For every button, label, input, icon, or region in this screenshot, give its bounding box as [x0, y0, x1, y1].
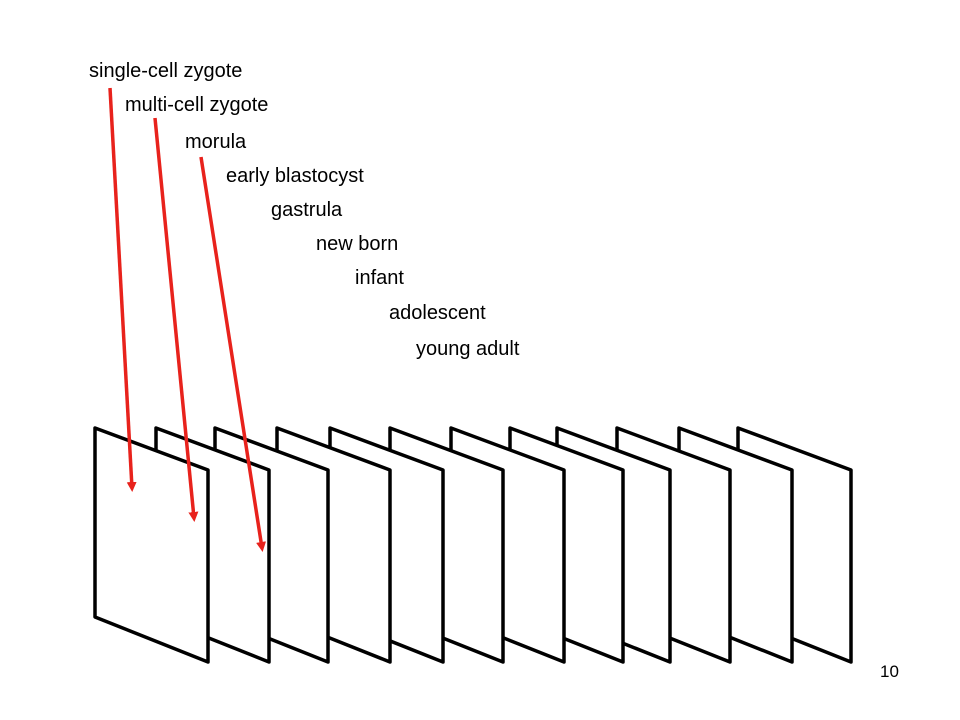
panel-group	[93, 426, 853, 664]
red-arrow	[108, 87, 137, 492]
page-number: 10	[880, 662, 899, 681]
red-arrow	[153, 117, 199, 522]
stage-label-infant: infant	[355, 267, 404, 289]
stage-label-early-blastocyst: early blastocyst	[226, 165, 364, 187]
red-arrow	[199, 156, 267, 552]
stage-label-morula: morula	[185, 131, 247, 153]
stage-label-new-born: new born	[316, 233, 399, 255]
stage-panel	[93, 426, 210, 664]
arrow-group	[108, 87, 267, 552]
stage-label-gastrula: gastrula	[271, 199, 343, 221]
stage-label-young-adult: young adult	[416, 338, 520, 360]
stage-label-adolescent: adolescent	[389, 302, 486, 324]
stage-label-multi-cell-zygote: multi-cell zygote	[125, 94, 269, 116]
stage-label-single-cell-zygote: single-cell zygote	[89, 60, 243, 82]
